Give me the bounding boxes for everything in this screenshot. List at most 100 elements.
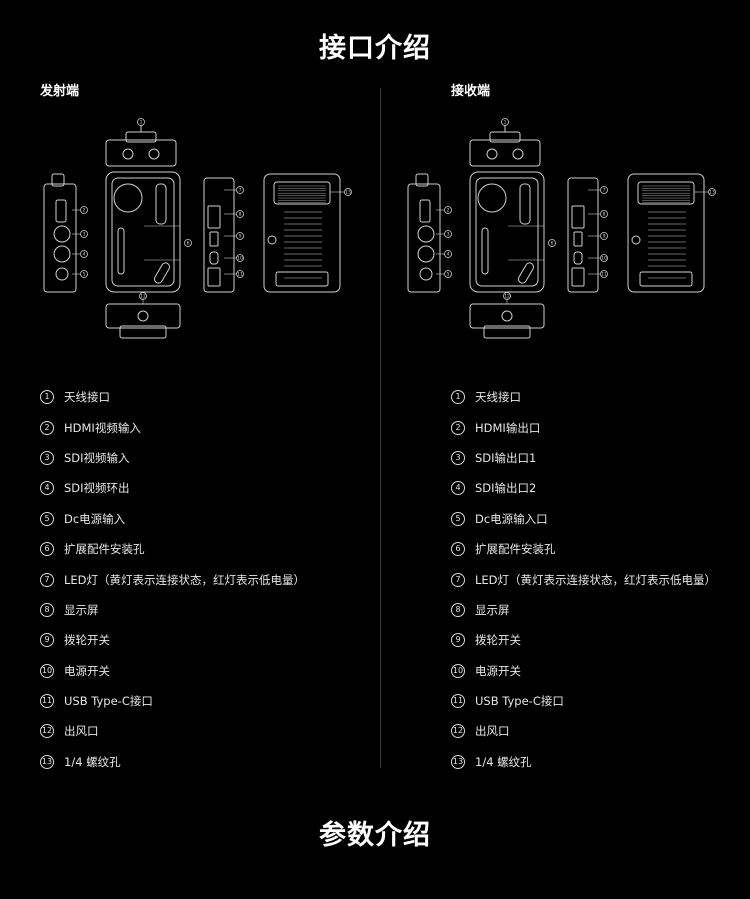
callout-marker — [444, 270, 452, 278]
callout-number: 2 — [447, 208, 450, 214]
callout-marker — [137, 118, 145, 126]
item-number-badge: 8 — [451, 602, 465, 617]
port-list-item: 6 扩展配件安装孔 — [451, 534, 716, 564]
callout-number: 7 — [239, 188, 242, 194]
callout-marker — [600, 210, 608, 218]
callout-marker — [600, 186, 608, 194]
item-number-badge: 6 — [40, 542, 54, 557]
item-number-badge: 13 — [40, 754, 54, 769]
item-label: 出风口 — [475, 724, 510, 739]
callout-marker — [708, 188, 716, 196]
callout-number: 6 — [551, 241, 554, 247]
item-number-badge: 10 — [451, 663, 465, 678]
item-label: Dc电源输入 — [64, 511, 126, 526]
item-number-badge: 6 — [451, 542, 465, 557]
receiver-heading: 接收端 — [451, 84, 491, 99]
port-list-item: 7 LED灯（黄灯表示连接状态，红灯表示低电量） — [40, 564, 305, 594]
callout-marker — [236, 232, 244, 240]
callout-marker — [139, 292, 147, 300]
callout-number: 4 — [447, 252, 450, 258]
callout-number: 1 — [504, 120, 507, 126]
device-right-view — [567, 177, 599, 293]
item-label: USB Type-C接口 — [64, 694, 153, 709]
device-back-view — [263, 173, 341, 293]
item-label: 1/4 螺纹孔 — [64, 754, 121, 769]
port-list-item: 1 天线接口 — [451, 382, 716, 412]
callout-marker — [444, 206, 452, 214]
item-number-badge: 1 — [451, 390, 465, 405]
item-label: 扩展配件安装孔 — [475, 542, 556, 557]
device-left-view — [407, 183, 441, 293]
item-number-badge: 12 — [451, 724, 465, 739]
callout-marker — [600, 270, 608, 278]
callout-marker — [80, 206, 88, 214]
port-list-item: 5 Dc电源输入口 — [451, 504, 716, 534]
item-label: SDI输出口1 — [475, 450, 537, 465]
item-label: 天线接口 — [475, 390, 521, 405]
item-number-badge: 2 — [40, 420, 54, 435]
item-number-badge: 10 — [40, 663, 54, 678]
port-list-item: 6 扩展配件安装孔 — [40, 534, 305, 564]
device-right-view — [203, 177, 235, 293]
callout-marker — [80, 250, 88, 258]
item-label: Dc电源输入口 — [475, 511, 548, 526]
callout-marker — [236, 270, 244, 278]
callout-marker — [501, 118, 509, 126]
item-number-badge: 4 — [451, 481, 465, 496]
device-top-view — [105, 139, 177, 167]
interface-title: 接口介绍 — [319, 33, 431, 64]
item-number-badge: 3 — [451, 450, 465, 465]
callout-marker — [444, 250, 452, 258]
item-number-badge: 11 — [40, 694, 54, 709]
callout-number: 3 — [447, 232, 450, 238]
callout-number: 5 — [447, 272, 450, 278]
item-label: LED灯（黄灯表示连接状态，红灯表示低电量） — [64, 572, 306, 587]
item-label: 扩展配件安装孔 — [64, 542, 145, 557]
item-number-badge: 7 — [40, 572, 54, 587]
item-number-badge: 5 — [451, 511, 465, 526]
callout-number: 2 — [83, 208, 86, 214]
callout-marker — [503, 292, 511, 300]
item-label: SDI输出口2 — [475, 481, 537, 496]
column-divider — [380, 88, 381, 768]
item-number-badge: 11 — [451, 694, 465, 709]
callout-number: 8 — [603, 212, 606, 218]
port-list-item: 1 天线接口 — [40, 382, 305, 412]
port-list-item: 12 出风口 — [451, 716, 716, 746]
port-list-item: 13 1/4 螺纹孔 — [40, 747, 305, 777]
callout-marker — [236, 186, 244, 194]
callout-marker — [600, 254, 608, 262]
item-number-badge: 13 — [451, 754, 465, 769]
callout-number: 4 — [83, 252, 86, 258]
item-label: 电源开关 — [475, 663, 521, 678]
callout-number: 6 — [187, 241, 190, 247]
item-number-badge: 1 — [40, 390, 54, 405]
callout-number: 10 — [601, 256, 607, 262]
item-number-badge: 9 — [451, 633, 465, 648]
callout-marker — [600, 232, 608, 240]
item-number-badge: 4 — [40, 481, 54, 496]
item-label: 出风口 — [64, 724, 99, 739]
params-title: 参数介绍 — [319, 820, 431, 851]
item-label: 拨轮开关 — [64, 633, 110, 648]
item-label: 天线接口 — [64, 390, 110, 405]
device-back-view — [627, 173, 705, 293]
callout-marker — [548, 239, 556, 247]
callout-marker — [80, 230, 88, 238]
callout-number: 12 — [140, 294, 146, 300]
callout-number: 9 — [603, 234, 606, 240]
callout-number: 11 — [601, 272, 607, 278]
